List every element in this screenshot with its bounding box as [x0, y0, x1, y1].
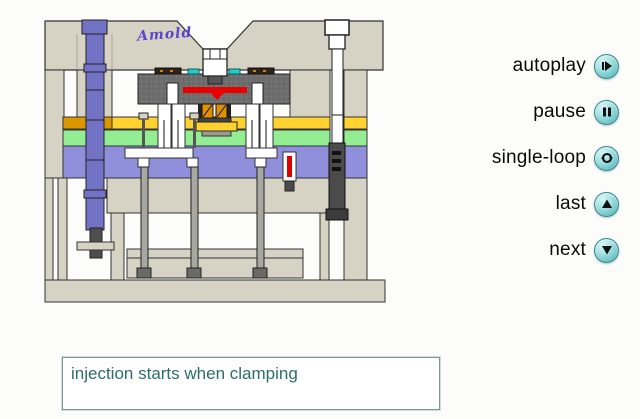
play-icon: [601, 61, 612, 71]
core-insert: [195, 103, 238, 137]
next-button[interactable]: [594, 237, 619, 263]
autoplay-button[interactable]: [594, 53, 619, 79]
last-button[interactable]: [594, 191, 619, 217]
control-row-autoplay: autoplay: [513, 53, 619, 79]
melt-runner: [183, 87, 247, 93]
pause-button[interactable]: [594, 99, 619, 125]
thermometer-pin: [282, 151, 297, 192]
caption-box: injection starts when clamping: [61, 356, 441, 411]
bottom-plate: [44, 279, 386, 303]
heater-band: [247, 67, 275, 75]
control-row-next: next: [549, 237, 619, 263]
autoplay-label: autoplay: [512, 55, 586, 76]
pause-icon: [602, 107, 611, 117]
next-label: next: [549, 239, 586, 260]
nozzle: [202, 48, 228, 85]
ejector-rod: [324, 19, 350, 221]
control-row-pause: pause: [533, 99, 619, 125]
ejector-retainer-bars: [124, 147, 278, 168]
ejector-plate-bottom: [126, 257, 304, 279]
sprue-melt: [211, 93, 224, 100]
clamp-column: [76, 19, 115, 259]
status-caption-text: injection starts when clamping: [71, 364, 298, 383]
cooling-channel: [228, 68, 241, 75]
last-label: last: [555, 193, 586, 214]
cooling-channel: [187, 68, 200, 75]
pause-label: pause: [533, 101, 586, 122]
heater-band: [154, 67, 182, 75]
ejector-plate-top: [126, 248, 304, 259]
mold-cavity-block: [137, 67, 291, 105]
control-row-single-loop: single-loop: [492, 145, 619, 171]
up-triangle-icon: [601, 199, 612, 208]
brand-logo: Amold: [135, 25, 193, 45]
control-row-last: last: [556, 191, 619, 217]
down-triangle-icon: [601, 246, 612, 255]
single-loop-button[interactable]: [594, 145, 619, 171]
single-loop-label: single-loop: [491, 147, 586, 168]
tie-rods: [136, 112, 268, 279]
loop-icon: [600, 152, 613, 164]
